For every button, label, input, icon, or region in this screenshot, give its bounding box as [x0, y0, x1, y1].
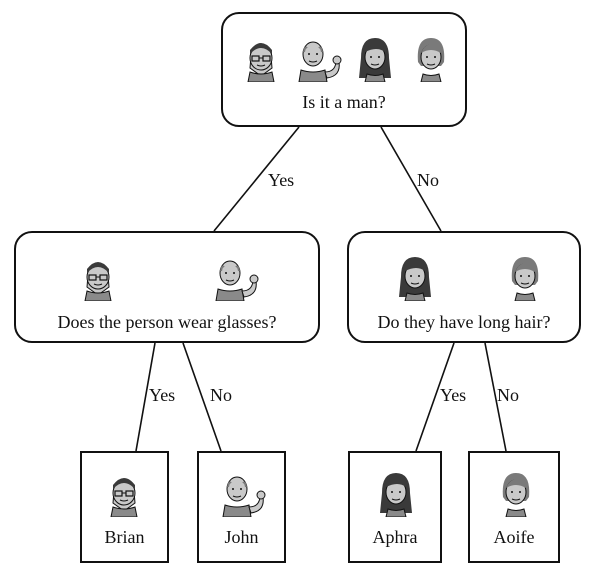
edge-root-no [380, 126, 442, 232]
leaf-node-aphra: Aphra [348, 451, 442, 563]
long-haired-woman-icon [355, 32, 395, 82]
edge-left-no [182, 342, 222, 452]
left-question-text: Does the person wear glasses? [57, 312, 277, 332]
leaf-node-brian: Brian [80, 451, 169, 563]
root-question-text: Is it a man? [302, 92, 386, 112]
leaf-node-aoife: Aoife [468, 451, 560, 563]
long-haired-woman-icon [395, 251, 435, 301]
short-haired-woman-icon [496, 467, 536, 517]
bald-man-flexing-icon [295, 32, 343, 82]
edge-right-yes [415, 342, 455, 452]
edge-label-left-no: No [210, 385, 232, 405]
long-haired-woman-icon [376, 467, 416, 517]
glasses-man-icon [104, 467, 144, 517]
bald-man-flexing-icon [212, 251, 260, 301]
edge-root-yes [213, 126, 300, 232]
leaf-name-john: John [224, 527, 259, 547]
edge-label-root-yes: Yes [268, 170, 295, 190]
bald-man-flexing-icon [219, 467, 267, 517]
edge-label-right-no: No [497, 385, 519, 405]
short-haired-woman-icon [505, 251, 545, 301]
edge-label-right-yes: Yes [440, 385, 467, 405]
right-question-node: Do they have long hair? [347, 231, 581, 343]
leaf-node-john: John [197, 451, 286, 563]
glasses-man-icon [241, 32, 281, 82]
root-question-node: Is it a man? [221, 12, 467, 127]
short-haired-woman-icon [411, 32, 451, 82]
edge-label-root-no: No [417, 170, 439, 190]
edge-right-no [484, 342, 507, 452]
edge-label-left-yes: Yes [149, 385, 176, 405]
left-question-node: Does the person wear glasses? [14, 231, 320, 343]
leaf-name-aphra: Aphra [372, 527, 418, 547]
leaf-name-aoife: Aoife [493, 527, 535, 547]
glasses-man-icon [78, 251, 118, 301]
leaf-name-brian: Brian [104, 527, 145, 547]
edge-left-yes [135, 342, 156, 452]
right-question-text: Do they have long hair? [377, 312, 551, 332]
